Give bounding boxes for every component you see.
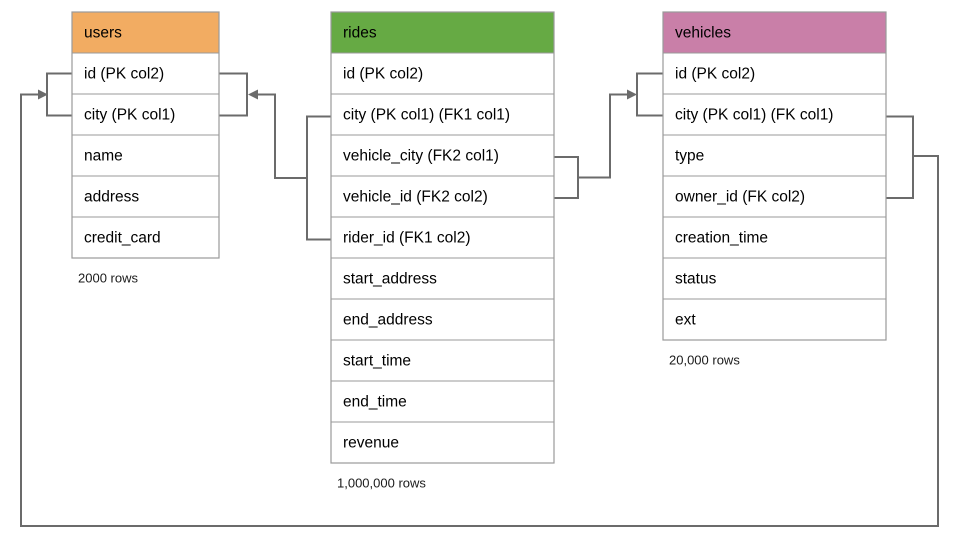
bracket-vehicles-left-bracket	[636, 72, 663, 117]
table-row[interactable]	[330, 380, 555, 423]
table-users[interactable]: users id (PK col2) city (PK col1) name addre…	[71, 11, 220, 285]
table-row[interactable]	[71, 93, 220, 136]
table-header-rides[interactable]	[330, 11, 555, 54]
relationship-vehicles-owner-to-users	[20, 89, 939, 527]
table-row[interactable]	[330, 298, 555, 341]
table-row[interactable]	[330, 421, 555, 464]
relationship-rides-city-rider-to-users	[248, 89, 331, 241]
connector-line	[20, 93, 939, 527]
connectors-layer	[20, 89, 939, 527]
arrow-head-icon	[248, 89, 258, 100]
connector-line	[258, 93, 331, 241]
table-vehicles[interactable]: vehicles id (PK col2) city (PK col1) (FK c…	[662, 11, 887, 367]
connector-line	[554, 93, 627, 199]
arrow-head-icon	[627, 89, 637, 100]
bracket-users-right-bracket	[219, 72, 248, 117]
table-row[interactable]	[330, 257, 555, 300]
table-outline-vehicles	[662, 11, 887, 341]
table-row[interactable]	[330, 134, 555, 177]
column-label: end_time	[343, 394, 407, 411]
column-label: status	[675, 271, 717, 288]
table-outline-users	[71, 11, 220, 259]
column-label: creation_time	[675, 230, 768, 247]
column-label: city (PK col1) (FK1 col1)	[343, 107, 510, 124]
table-row[interactable]	[662, 257, 887, 300]
column-label: end_address	[343, 312, 433, 329]
column-label: id (PK col2)	[84, 66, 164, 83]
column-label: type	[675, 148, 704, 165]
column-label: id (PK col2)	[675, 66, 755, 83]
table-row[interactable]	[662, 52, 887, 95]
relationship-rides-vehicle-to-vehicles	[554, 89, 637, 199]
table-header-users[interactable]	[71, 11, 220, 54]
column-label: owner_id (FK col2)	[675, 189, 805, 206]
brackets-layer	[46, 72, 663, 117]
table-row[interactable]	[71, 134, 220, 177]
column-label: vehicle_city (FK2 col1)	[343, 148, 499, 165]
table-outline-rides	[330, 11, 555, 464]
column-label: credit_card	[84, 230, 161, 247]
table-row[interactable]	[662, 175, 887, 218]
row-count-label-users: 2000 rows	[78, 270, 138, 285]
column-label: id (PK col2)	[343, 66, 423, 83]
column-label: start_time	[343, 353, 411, 370]
table-title-rides: rides	[343, 25, 377, 42]
tables-layer: users id (PK col2) city (PK col1) name addre…	[71, 11, 887, 490]
column-label: city (PK col1) (FK col1)	[675, 107, 833, 124]
table-title-vehicles: vehicles	[675, 25, 731, 42]
arrow-head-icon	[38, 89, 48, 100]
column-label: city (PK col1)	[84, 107, 175, 124]
table-rides[interactable]: rides id (PK col2) city (PK col1) (FK1 col…	[330, 11, 555, 490]
table-row[interactable]	[330, 339, 555, 382]
table-title-users: users	[84, 25, 122, 42]
column-label: start_address	[343, 271, 437, 288]
column-label: vehicle_id (FK2 col2)	[343, 189, 488, 206]
column-label: rider_id (FK1 col2)	[343, 230, 471, 247]
table-row[interactable]	[330, 93, 555, 136]
row-count-label-vehicles: 20,000 rows	[669, 352, 740, 367]
row-count-label-rides: 1,000,000 rows	[337, 475, 426, 490]
column-label: name	[84, 148, 123, 165]
bracket-users-left-bracket	[46, 72, 72, 117]
column-label: ext	[675, 312, 696, 329]
column-label: address	[84, 189, 139, 206]
table-row[interactable]	[662, 298, 887, 341]
column-label: revenue	[343, 435, 399, 452]
table-row[interactable]	[71, 52, 220, 95]
